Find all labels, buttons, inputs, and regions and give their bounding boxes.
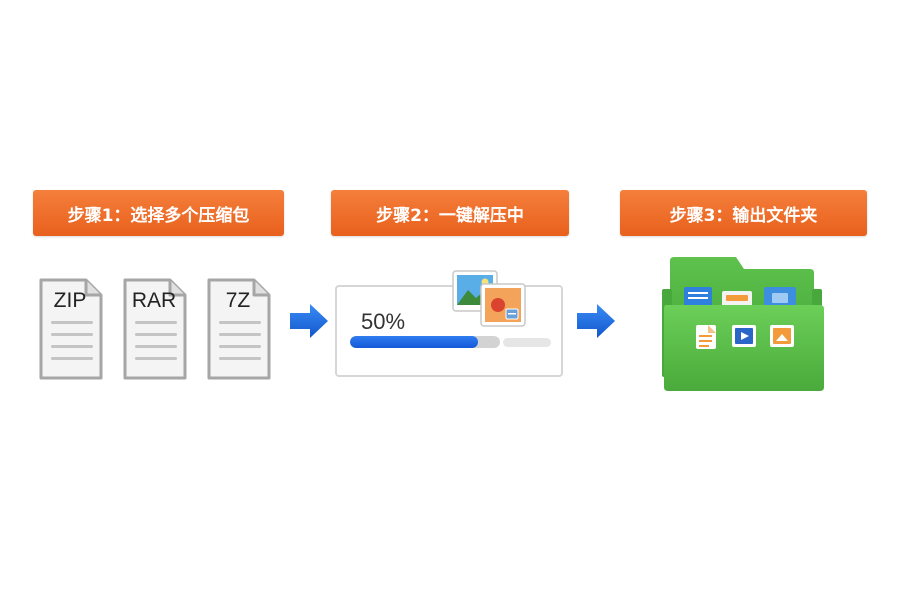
image-icon xyxy=(480,283,526,327)
step-2-label: 步骤2：一键解压中 xyxy=(376,205,524,226)
step-3-label: 步骤3：输出文件夹 xyxy=(669,205,818,226)
progress-bar-fill xyxy=(350,336,478,348)
archive-zip-label: ZIP xyxy=(53,289,87,312)
archive-zip[interactable]: ZIP xyxy=(38,277,108,381)
document-icon xyxy=(696,325,716,349)
document-icon xyxy=(123,278,187,380)
step-2-banner: 步骤2：一键解压中 xyxy=(331,190,569,236)
progress-percent: 50% xyxy=(361,309,406,334)
progress-bar-track xyxy=(350,336,500,348)
arrow-right-icon xyxy=(577,304,615,338)
archive-rar-label: RAR xyxy=(131,289,177,312)
document-icon xyxy=(39,278,103,380)
step-1-banner: 步骤1：选择多个压缩包 xyxy=(33,190,284,236)
document-icon xyxy=(207,278,271,380)
video-icon xyxy=(732,325,756,347)
step-1-label: 步骤1：选择多个压缩包 xyxy=(67,205,250,226)
step-3-banner: 步骤3：输出文件夹 xyxy=(620,190,867,236)
arrow-right-icon xyxy=(290,304,328,338)
archive-rar[interactable]: RAR xyxy=(122,277,192,381)
extraction-progress-card: 50% xyxy=(335,285,563,377)
folder-icon xyxy=(662,257,824,391)
archive-7z[interactable]: 7Z xyxy=(206,277,276,381)
progress-bar-secondary xyxy=(503,338,551,347)
archive-7z-label: 7Z xyxy=(225,289,251,312)
image-icon xyxy=(770,325,794,347)
